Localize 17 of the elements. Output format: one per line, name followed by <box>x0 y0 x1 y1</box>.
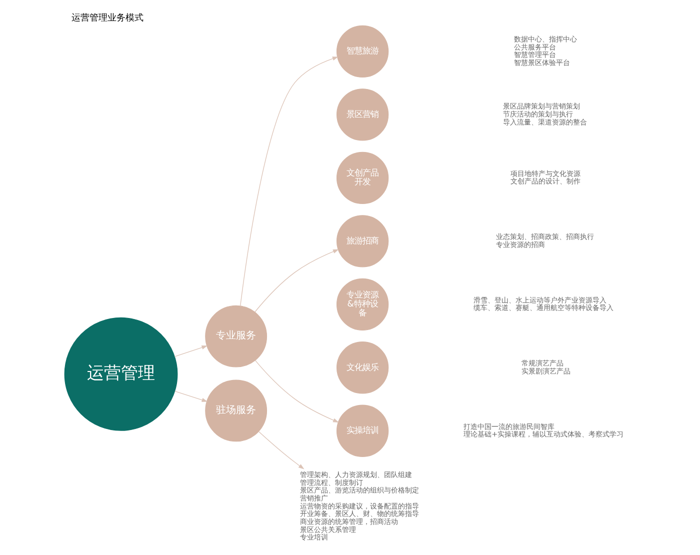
arrow <box>174 390 208 402</box>
node-circle: 文创产品开发 <box>336 152 388 204</box>
node-circle: 实操培训 <box>336 404 388 457</box>
arrow <box>254 249 338 312</box>
node-circle: 智慧旅游 <box>336 25 388 78</box>
node-circle: 驻场服务 <box>204 380 267 442</box>
diagram-title: 运营管理业务模式 <box>70 14 143 24</box>
arrow <box>240 56 338 306</box>
node-circle: 专业资源&特种设备 <box>336 278 388 330</box>
node-circle: 文化娱乐 <box>336 342 388 394</box>
node-circle: 专业服务 <box>204 305 267 368</box>
arrow <box>254 360 338 422</box>
node-circle: 旅游招商 <box>336 215 388 268</box>
arrow <box>174 346 208 357</box>
node-circle: 运营管理 <box>64 317 178 431</box>
arrow <box>258 431 304 470</box>
node-circle: 景区营销 <box>336 88 388 141</box>
